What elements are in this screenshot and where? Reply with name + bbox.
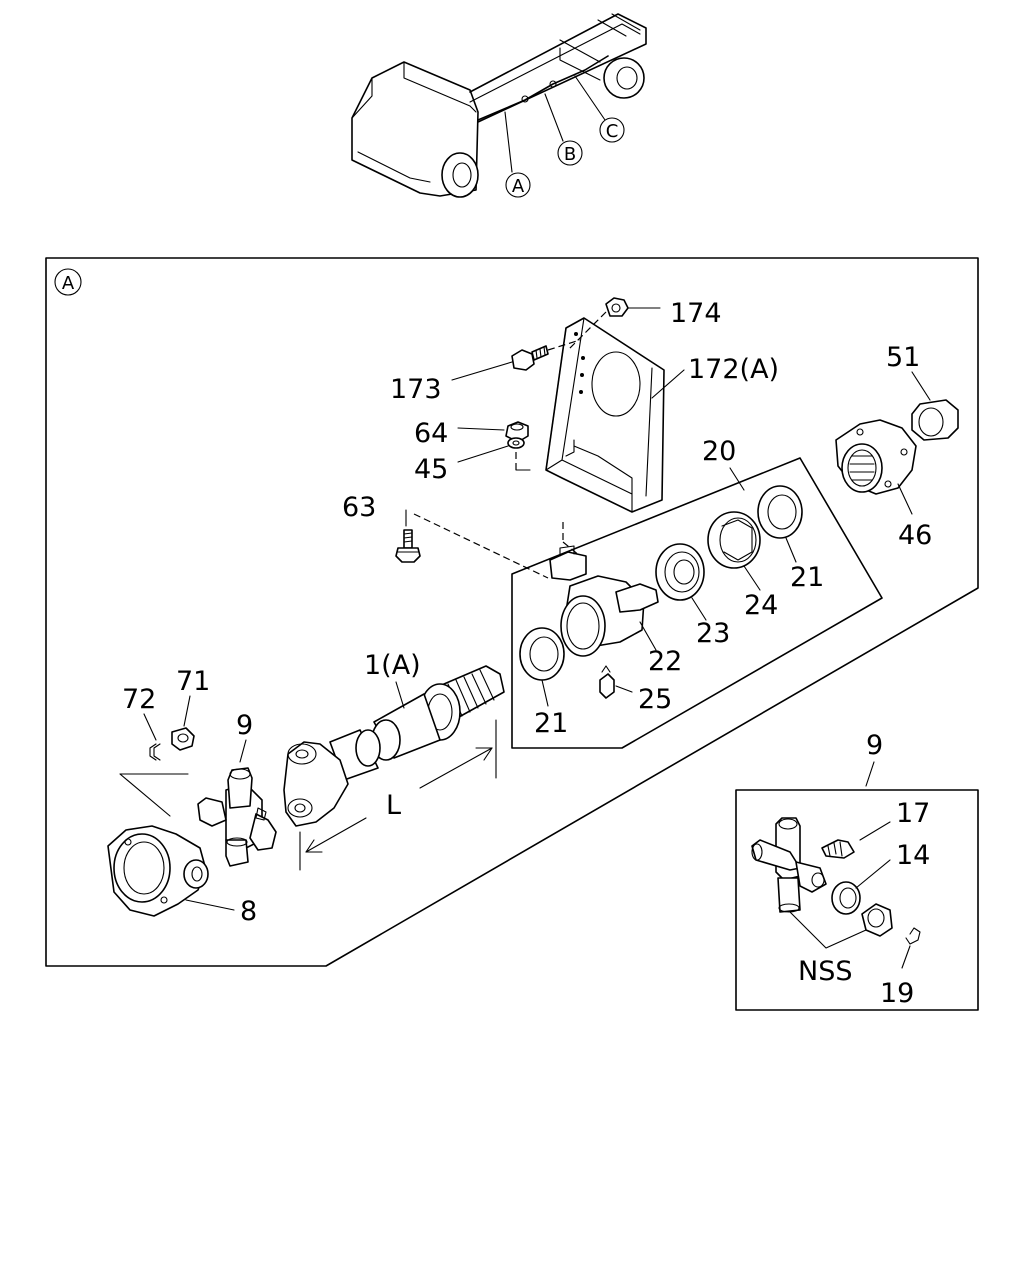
nut-71	[171, 727, 195, 751]
label-63: 63	[342, 492, 376, 523]
label-1a: 1(A)	[364, 650, 421, 681]
label-51: 51	[886, 342, 920, 373]
propeller-shaft-1a	[283, 665, 505, 827]
oil-seal-21-lower	[519, 627, 565, 681]
label-172a: 172(A)	[688, 354, 779, 385]
companion-flange-46	[835, 419, 917, 495]
label-24: 24	[744, 590, 778, 621]
svg-text:A: A	[512, 176, 525, 197]
truck-front-wheel	[441, 152, 479, 198]
label-22: 22	[648, 646, 682, 677]
spider-assembly	[751, 817, 827, 913]
label-64: 64	[414, 418, 448, 449]
label-71: 71	[176, 666, 210, 697]
bolt-173	[511, 345, 549, 371]
label-45: 45	[414, 454, 448, 485]
flange-nut-174	[605, 297, 629, 317]
ball-bearing-23	[655, 543, 705, 601]
svg-text:B: B	[564, 144, 576, 165]
label-14: 14	[896, 840, 930, 871]
length-dimension-l	[299, 719, 497, 871]
label-21-lower: 21	[534, 708, 568, 739]
grease-nipple-25	[599, 665, 615, 699]
truck-rear-wheel	[603, 57, 645, 99]
label-21-upper: 21	[790, 562, 824, 593]
bearing-housing-22	[549, 545, 659, 657]
label-173: 173	[390, 374, 442, 405]
ujoint-detail-frame	[735, 789, 979, 1011]
label-23: 23	[696, 618, 730, 649]
label-9-detail: 9	[866, 730, 883, 761]
svg-text:C: C	[606, 121, 619, 142]
bearing-cup	[861, 903, 893, 937]
lock-nut-51	[911, 399, 959, 441]
marker-b-circle: B	[557, 140, 583, 166]
snap-ring-19	[905, 927, 921, 945]
grease-fitting-17	[821, 839, 855, 859]
label-25: 25	[638, 684, 672, 715]
label-nss: NSS	[798, 956, 852, 987]
truck-overview: A B C	[351, 13, 647, 198]
label-174: 174	[670, 298, 722, 329]
truck-propeller-shaft	[477, 55, 609, 121]
seal-14	[831, 881, 861, 915]
label-46: 46	[898, 520, 932, 551]
svg-text:A: A	[62, 273, 75, 294]
label-19: 19	[880, 978, 914, 1009]
snap-ring-72	[149, 743, 161, 761]
slinger-24	[707, 511, 761, 569]
detail-a-frame	[45, 257, 979, 967]
label-l: L	[386, 790, 401, 821]
flange-yoke-8	[107, 825, 209, 917]
washer-45	[507, 437, 525, 449]
oil-seal-21-upper	[757, 485, 803, 539]
marker-a-circle: A	[505, 172, 531, 198]
bracket-172a	[545, 317, 665, 513]
label-17: 17	[896, 798, 930, 829]
marker-c-circle: C	[599, 117, 625, 143]
universal-joint-9	[197, 767, 277, 867]
label-9: 9	[236, 710, 253, 741]
label-72: 72	[122, 684, 156, 715]
bearing-assembly-box	[511, 457, 883, 749]
bolt-63	[395, 529, 421, 563]
truck-frame	[469, 13, 647, 123]
label-20: 20	[702, 436, 736, 467]
detail-a-marker: A	[54, 268, 82, 296]
label-8: 8	[240, 896, 257, 927]
nut-64	[505, 421, 529, 443]
